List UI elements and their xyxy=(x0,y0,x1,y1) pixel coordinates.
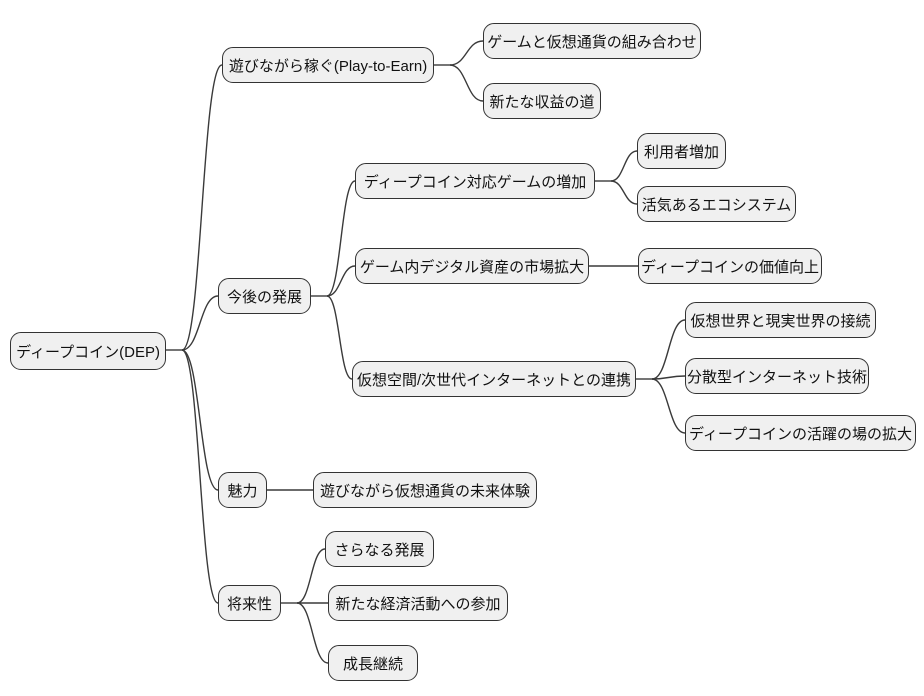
connector-root-future-development xyxy=(181,295,219,351)
connector-p2e-game-crypto-combo xyxy=(449,40,484,66)
node-future-potential[interactable]: 将来性 xyxy=(218,585,281,621)
connector-dcgames-users-increase xyxy=(610,150,638,182)
node-lively-ecosystem[interactable]: 活気あるエコシステム xyxy=(637,186,796,222)
node-new-economy-participation[interactable]: 新たな経済活動への参加 xyxy=(328,585,508,621)
connector-shourai-further-development xyxy=(296,548,326,604)
node-continued-growth[interactable]: 成長継続 xyxy=(328,645,418,681)
connector-future-metaverse-link xyxy=(326,295,353,380)
connector-metaverse-virtual-real-connect xyxy=(651,319,686,380)
node-metaverse-link[interactable]: 仮想空間/次世代インターネットとの連携 xyxy=(352,361,636,397)
node-dc-games-increase[interactable]: ディープコイン対応ゲームの増加 xyxy=(355,163,595,199)
connector-future-dc-games-increase xyxy=(326,180,356,297)
connector-future-digital-asset-market xyxy=(326,265,356,297)
connector-metaverse-dc-field-expansion xyxy=(651,378,686,434)
node-future-development[interactable]: 今後の発展 xyxy=(218,278,311,314)
connector-root-appeal xyxy=(181,349,219,491)
node-future-experience[interactable]: 遊びながら仮想通貨の未来体験 xyxy=(313,472,537,508)
node-further-development[interactable]: さらなる発展 xyxy=(325,531,434,567)
node-new-income[interactable]: 新たな収益の道 xyxy=(483,83,601,119)
connector-shourai-continued-growth xyxy=(296,602,329,664)
node-root[interactable]: ディープコイン(DEP) xyxy=(10,332,166,370)
node-virtual-real-connect[interactable]: 仮想世界と現実世界の接続 xyxy=(685,302,876,338)
connector-p2e-new-income xyxy=(449,64,484,102)
node-users-increase[interactable]: 利用者増加 xyxy=(637,133,726,169)
node-digital-asset-market[interactable]: ゲーム内デジタル資産の市場拡大 xyxy=(355,248,589,284)
connector-root-play-to-earn xyxy=(181,64,223,351)
node-appeal[interactable]: 魅力 xyxy=(218,472,267,508)
node-dc-value-up[interactable]: ディープコインの価値向上 xyxy=(638,248,822,284)
connector-dcgames-lively-ecosystem xyxy=(610,180,638,205)
connector-root-future-potential xyxy=(181,349,219,604)
node-decentralized-tech[interactable]: 分散型インターネット技術 xyxy=(685,358,869,394)
connector-metaverse-decentralized-tech xyxy=(651,375,686,380)
node-game-crypto-combo[interactable]: ゲームと仮想通貨の組み合わせ xyxy=(483,23,701,59)
node-dc-field-expansion[interactable]: ディープコインの活躍の場の拡大 xyxy=(685,415,916,451)
node-play-to-earn[interactable]: 遊びながら稼ぐ(Play-to-Earn) xyxy=(222,47,434,83)
